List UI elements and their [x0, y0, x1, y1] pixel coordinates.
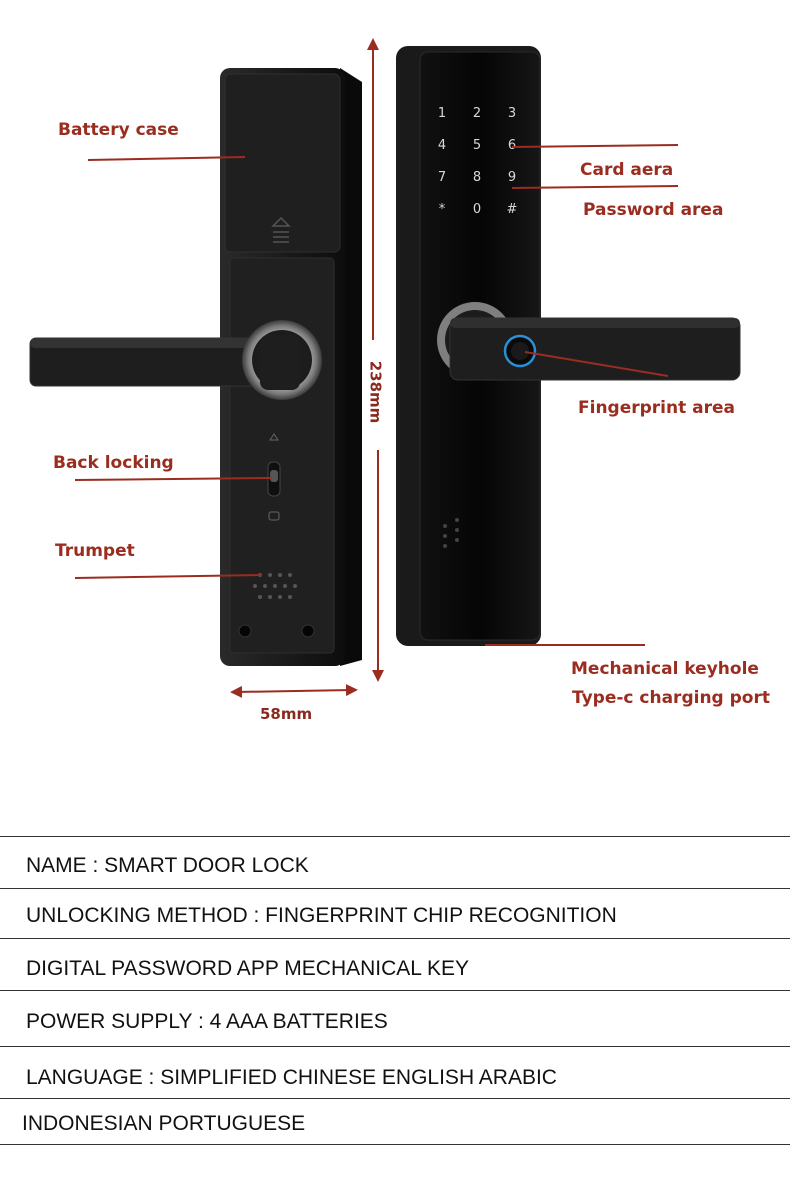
spec-name: NAME : SMART DOOR LOCK [26, 854, 309, 877]
spec-power-supply: POWER SUPPLY : 4 AAA BATTERIES [26, 1010, 388, 1033]
key-7: 7 [437, 170, 447, 185]
battery-case-label: Battery case [58, 120, 179, 140]
front-panel-illustration [396, 46, 741, 646]
spec-divider [0, 888, 790, 889]
spec-table: NAME : SMART DOOR LOCK UNLOCKING METHOD … [0, 830, 790, 1160]
spec-divider [0, 1144, 790, 1145]
key-5: 5 [472, 138, 482, 153]
spec-divider [0, 990, 790, 991]
fingerprint-area-label: Fingerprint area [578, 398, 736, 418]
card-area-label: Card aera [580, 160, 674, 180]
spec-language: LANGUAGE : SIMPLIFIED CHINESE ENGLISH AR… [26, 1066, 557, 1089]
height-dimension-label: 238mm [366, 360, 385, 424]
back-locking-leader [74, 477, 273, 481]
spec-unlocking-method: UNLOCKING METHOD : FINGERPRINT CHIP RECO… [26, 904, 617, 927]
key-4: 4 [437, 138, 447, 153]
key-star: * [438, 202, 446, 217]
keypad: 1 2 3 4 5 6 7 8 9 * 0 # [434, 106, 524, 217]
spec-divider [0, 836, 790, 837]
spec-language-cont: INDONESIAN PORTUGUESE [22, 1112, 306, 1135]
width-dimension [230, 684, 358, 698]
key-8: 8 [472, 170, 482, 185]
back-panel-illustration [29, 68, 362, 666]
width-dimension-label: 58mm [260, 705, 313, 723]
key-1: 1 [437, 106, 447, 121]
trumpet-leader [74, 574, 263, 579]
trumpet-label: Trumpet [55, 541, 135, 561]
key-0: 0 [472, 202, 482, 217]
card-area-leader [511, 144, 679, 148]
password-area-leader [511, 185, 679, 189]
spec-unlocking-method-cont: DIGITAL PASSWORD APP MECHANICAL KEY [26, 957, 470, 980]
mechanical-keyhole-label: Mechanical keyhole [571, 659, 759, 679]
product-diagram: 1 2 3 4 5 6 7 8 9 * 0 # [29, 38, 770, 723]
spec-divider [0, 1098, 790, 1099]
battery-case-leader [87, 156, 246, 161]
spec-divider [0, 938, 790, 939]
password-area-label: Password area [583, 200, 724, 220]
spec-divider [0, 1046, 790, 1047]
key-2: 2 [472, 106, 482, 121]
key-hash: # [506, 202, 518, 217]
annotation-lines [74, 38, 679, 698]
key-9: 9 [507, 170, 517, 185]
key-6: 6 [507, 138, 517, 153]
typec-port-label: Type-c charging port [572, 688, 770, 708]
fingerprint-area-leader [524, 351, 669, 377]
key-3: 3 [507, 106, 517, 121]
back-locking-label: Back locking [53, 453, 174, 473]
